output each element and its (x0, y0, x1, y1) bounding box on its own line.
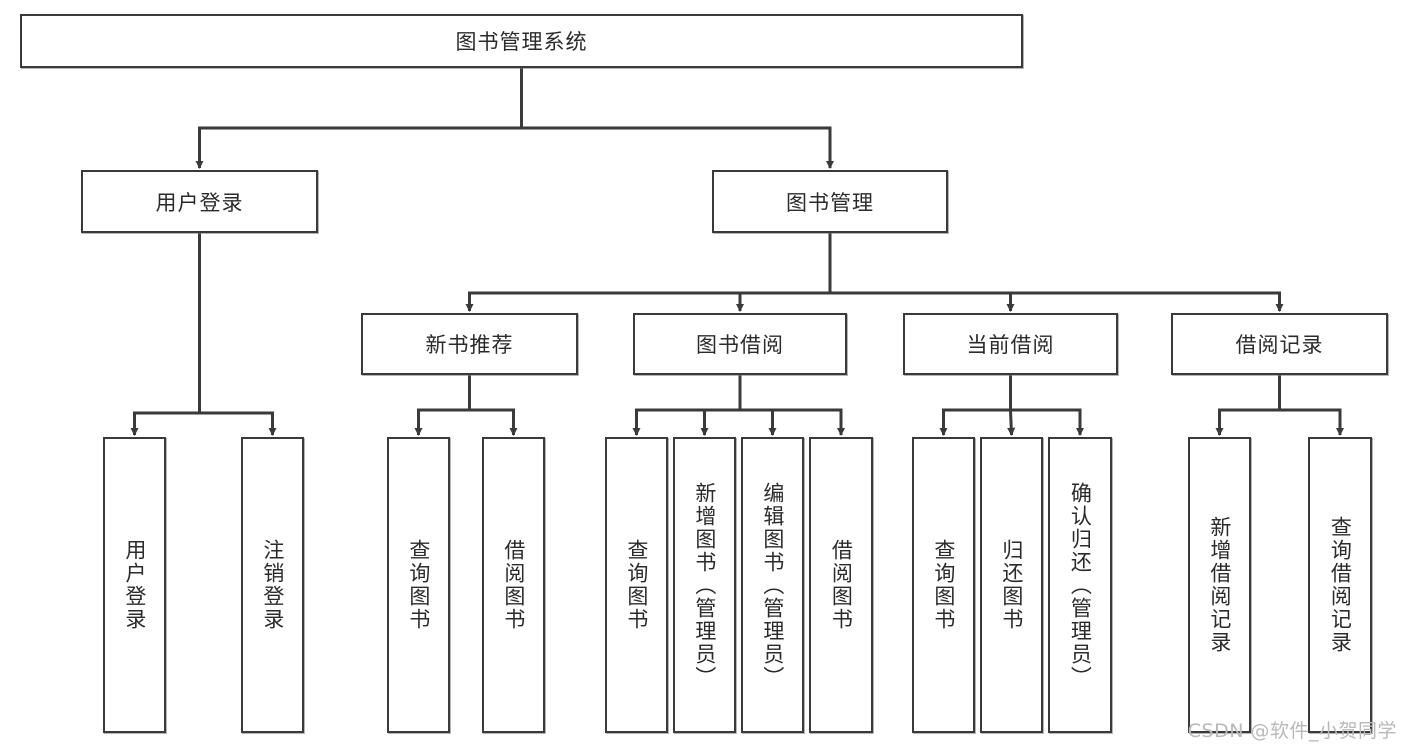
node-leaf-bor-3[interactable]: 编辑图书（管理员） (741, 437, 804, 733)
node-leaf-cur-2[interactable]: 归还图书 (980, 437, 1043, 733)
node-leaf-login-1[interactable]: 用户登录 (103, 437, 166, 733)
node-label: 图书借阅 (696, 333, 784, 357)
connector-line (195, 126, 522, 170)
node-label: 借阅图书 (829, 539, 854, 631)
node-leaf-login-2[interactable]: 注销登录 (241, 437, 304, 733)
connector-line (469, 408, 518, 437)
node-label: 编辑图书（管理员） (760, 481, 785, 689)
node-borrow[interactable]: 图书借阅 (633, 313, 847, 375)
node-record[interactable]: 借阅记录 (1171, 313, 1388, 375)
connector-line (740, 408, 777, 437)
node-leaf-bor-4[interactable]: 借阅图书 (809, 437, 873, 733)
connector-line (632, 408, 740, 437)
node-label: 当前借阅 (966, 333, 1055, 357)
connector-line (830, 291, 1015, 313)
connector-group (130, 68, 1345, 437)
node-label: 图书管理系统 (455, 30, 588, 54)
connector-line (740, 408, 846, 437)
node-label: 查询图书 (931, 539, 956, 631)
connector-line (1010, 408, 1085, 437)
connector-line (735, 291, 830, 313)
node-label: 查询图书 (624, 539, 649, 631)
node-leaf-cur-3[interactable]: 确认归还（管理员） (1048, 437, 1112, 733)
connector-line (830, 291, 1284, 313)
node-newbook[interactable]: 新书推荐 (361, 313, 578, 375)
connector-line (521, 126, 835, 170)
node-root[interactable]: 图书管理系统 (20, 14, 1023, 68)
node-bookmgmt[interactable]: 图书管理 (712, 170, 948, 233)
connector-line (199, 411, 277, 437)
node-leaf-rec-1[interactable]: 新增借阅记录 (1188, 437, 1251, 733)
node-leaf-cur-1[interactable]: 查询图书 (912, 437, 975, 733)
node-leaf-new-1[interactable]: 查询图书 (387, 437, 450, 733)
connector-line (1007, 409, 1016, 436)
node-label: 新书推荐 (425, 333, 514, 357)
node-label: 新增借阅记录 (1207, 516, 1232, 654)
node-label: 归还图书 (999, 539, 1024, 631)
node-label: 借阅图书 (501, 539, 526, 631)
node-label: 新增图书（管理员） (692, 481, 717, 689)
node-label: 查询图书 (406, 539, 431, 631)
connector-line (700, 408, 740, 437)
node-current[interactable]: 当前借阅 (903, 313, 1118, 375)
node-label: 用户登录 (155, 190, 244, 215)
node-leaf-bor-1[interactable]: 查询图书 (605, 437, 668, 733)
node-label: 图书管理 (786, 190, 874, 215)
node-leaf-rec-2[interactable]: 查询借阅记录 (1308, 437, 1372, 733)
node-label: 借阅记录 (1235, 333, 1324, 357)
connector-line (939, 408, 1011, 437)
node-leaf-bor-2[interactable]: 新增图书（管理员） (673, 437, 736, 733)
connector-line (1279, 408, 1345, 437)
node-label: 注销登录 (260, 539, 285, 631)
node-leaf-new-2[interactable]: 借阅图书 (482, 437, 545, 733)
connector-line (414, 408, 470, 437)
node-login[interactable]: 用户登录 (81, 170, 318, 233)
connector-line (1215, 408, 1280, 437)
connector-line (465, 291, 830, 313)
node-label: 确认归还（管理员） (1068, 481, 1093, 689)
connector-line (130, 411, 200, 437)
node-label: 用户登录 (122, 539, 147, 631)
node-label: 查询借阅记录 (1328, 516, 1353, 654)
